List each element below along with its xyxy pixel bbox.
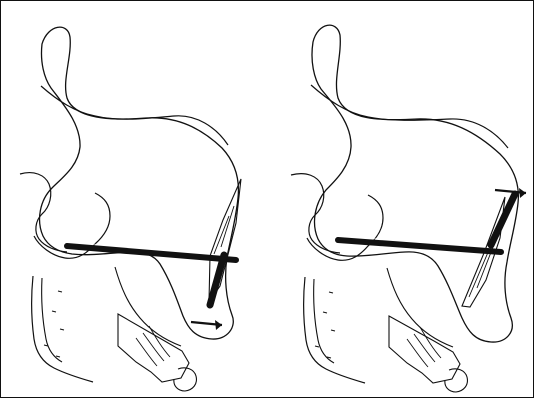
diagram-frame: [0, 0, 534, 398]
outer-border: [1, 1, 534, 398]
comparative-anatomy-diagram: [0, 0, 534, 398]
